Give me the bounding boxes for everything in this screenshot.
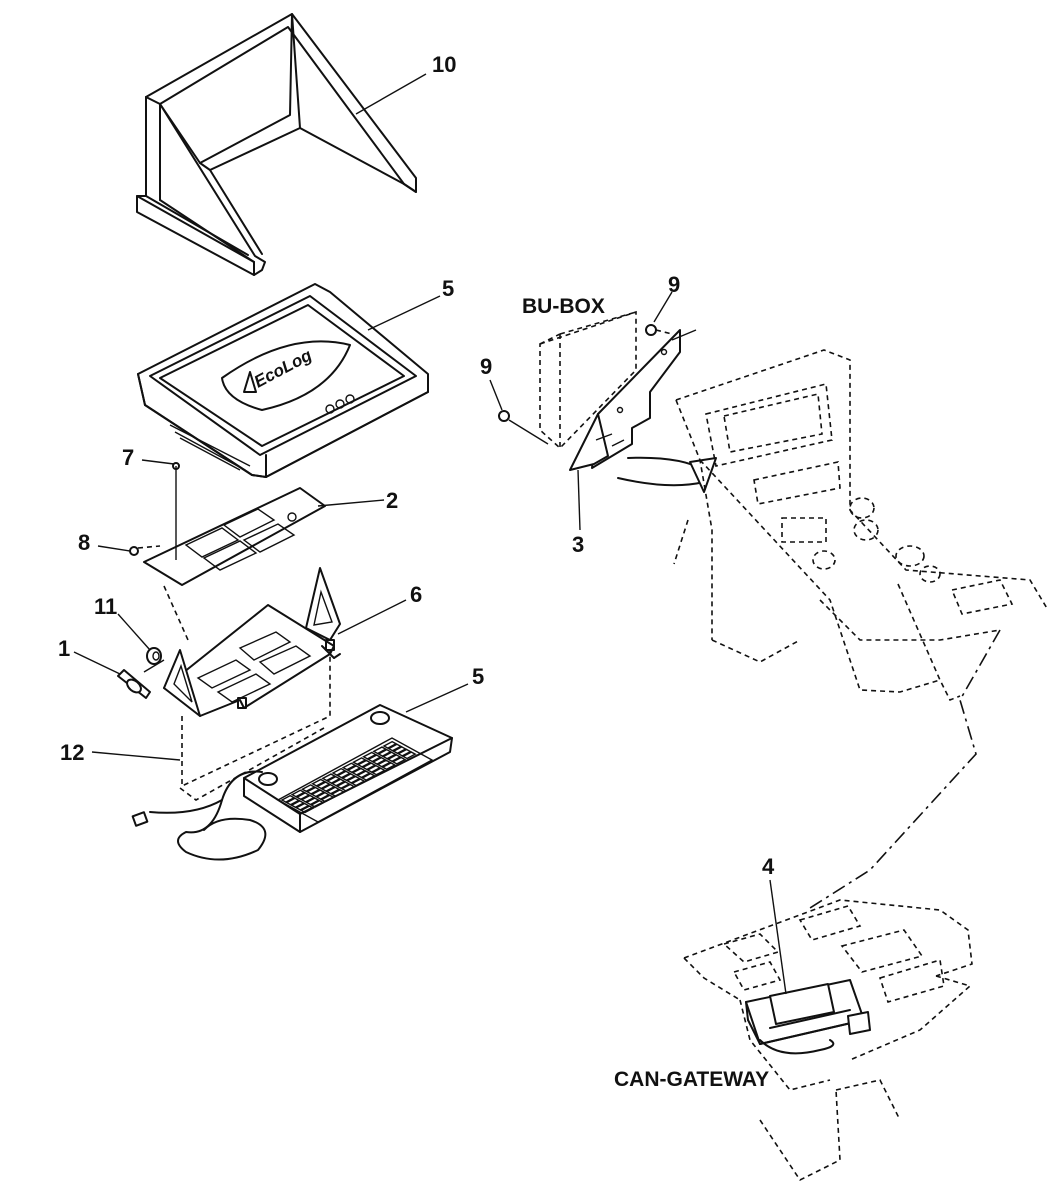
keyboard-key xyxy=(335,781,351,790)
callout-9-right: 9 xyxy=(668,272,680,297)
keyboard-key xyxy=(371,767,387,776)
keyboard-key xyxy=(315,781,331,790)
keyboard-key xyxy=(295,792,311,801)
keyboard-key xyxy=(350,778,366,787)
keyboard-key xyxy=(280,794,296,803)
display-unit-part: EcoLog xyxy=(137,283,429,478)
keyboard-key xyxy=(381,762,397,771)
keyboard-key xyxy=(356,770,372,779)
keyboard-key xyxy=(362,751,378,760)
keyboard-key xyxy=(325,786,341,795)
keyboard-key xyxy=(299,805,315,814)
keyboard-key xyxy=(290,789,306,798)
keyboard-key xyxy=(376,759,392,768)
keyboard-key xyxy=(320,783,336,792)
callout-4: 4 xyxy=(762,854,775,879)
keyboard-key xyxy=(294,802,310,811)
keyboard-key xyxy=(336,770,352,779)
keyboard-key xyxy=(330,778,346,787)
keyboard-key xyxy=(381,751,397,760)
callout-labels: 10 5 9 9 7 2 3 8 6 11 1 5 12 4 BU-BOX CA… xyxy=(58,52,775,1091)
callout-10: 10 xyxy=(432,52,456,77)
keyboard-key xyxy=(300,784,316,793)
knob-and-bolt xyxy=(117,647,165,699)
keyboard-key xyxy=(330,789,346,798)
keyboard-key xyxy=(315,791,331,800)
can-gateway-assembly xyxy=(683,899,973,1182)
mounting-plate-part xyxy=(129,462,326,641)
keyboard-key xyxy=(331,767,347,776)
keyboard-key xyxy=(372,746,388,755)
callout-1: 1 xyxy=(58,636,70,661)
dashed-cable-path xyxy=(179,650,331,801)
keyboard-key xyxy=(361,762,377,771)
callout-2: 2 xyxy=(386,488,398,513)
bu-box-label: BU-BOX xyxy=(522,295,605,318)
keyboard-key xyxy=(382,740,398,749)
keyboard-part xyxy=(131,704,453,861)
callout-7: 7 xyxy=(122,445,134,470)
can-gateway-label: CAN-GATEWAY xyxy=(614,1068,769,1091)
callout-12: 12 xyxy=(60,740,84,765)
keyboard-key xyxy=(290,800,306,809)
keyboard-key xyxy=(300,794,316,803)
callout-9-left: 9 xyxy=(480,354,492,379)
callout-5-keyboard: 5 xyxy=(472,664,484,689)
keyboard-key xyxy=(366,754,382,763)
keyboard-key xyxy=(311,778,327,787)
keyboard-key xyxy=(310,789,326,798)
keyboard-key xyxy=(371,756,387,765)
keyboard-key xyxy=(320,794,336,803)
cable-route xyxy=(809,629,1001,909)
callout-5-display: 5 xyxy=(442,276,454,301)
keyboard-key xyxy=(386,754,402,763)
leader-lines xyxy=(73,73,787,995)
keyboard-key xyxy=(392,746,408,755)
bracket-part xyxy=(163,567,341,717)
keyboard-key xyxy=(346,765,362,774)
keyboard-key xyxy=(345,775,361,784)
keyboard-key xyxy=(377,748,393,757)
keyboard-key xyxy=(387,743,403,752)
keyboard-key xyxy=(391,756,407,765)
keyboard-key xyxy=(340,783,356,792)
keyboard-key xyxy=(366,764,382,773)
keyboard-key xyxy=(321,773,337,782)
callout-3: 3 xyxy=(572,532,584,557)
keyboard-key xyxy=(285,797,301,806)
callout-11: 11 xyxy=(94,594,117,619)
keyboard-key xyxy=(351,757,367,766)
keyboard-keys xyxy=(280,740,417,814)
keyboard-key xyxy=(401,751,417,760)
keyboard-key xyxy=(356,759,372,768)
callout-8: 8 xyxy=(78,530,90,555)
keyboard-key xyxy=(360,772,376,781)
keyboard-key xyxy=(326,775,342,784)
keyboard-key xyxy=(396,748,412,757)
sun-shade-part xyxy=(136,13,417,276)
bu-box-assembly xyxy=(498,310,717,493)
keyboard-key xyxy=(305,797,321,806)
keyboard-key xyxy=(351,767,367,776)
keyboard-key xyxy=(305,786,321,795)
keyboard-key xyxy=(341,773,357,782)
cab-console-outline xyxy=(673,349,1049,702)
callout-6: 6 xyxy=(410,582,422,607)
keyboard-key xyxy=(341,762,357,771)
keyboard-key xyxy=(309,799,325,808)
